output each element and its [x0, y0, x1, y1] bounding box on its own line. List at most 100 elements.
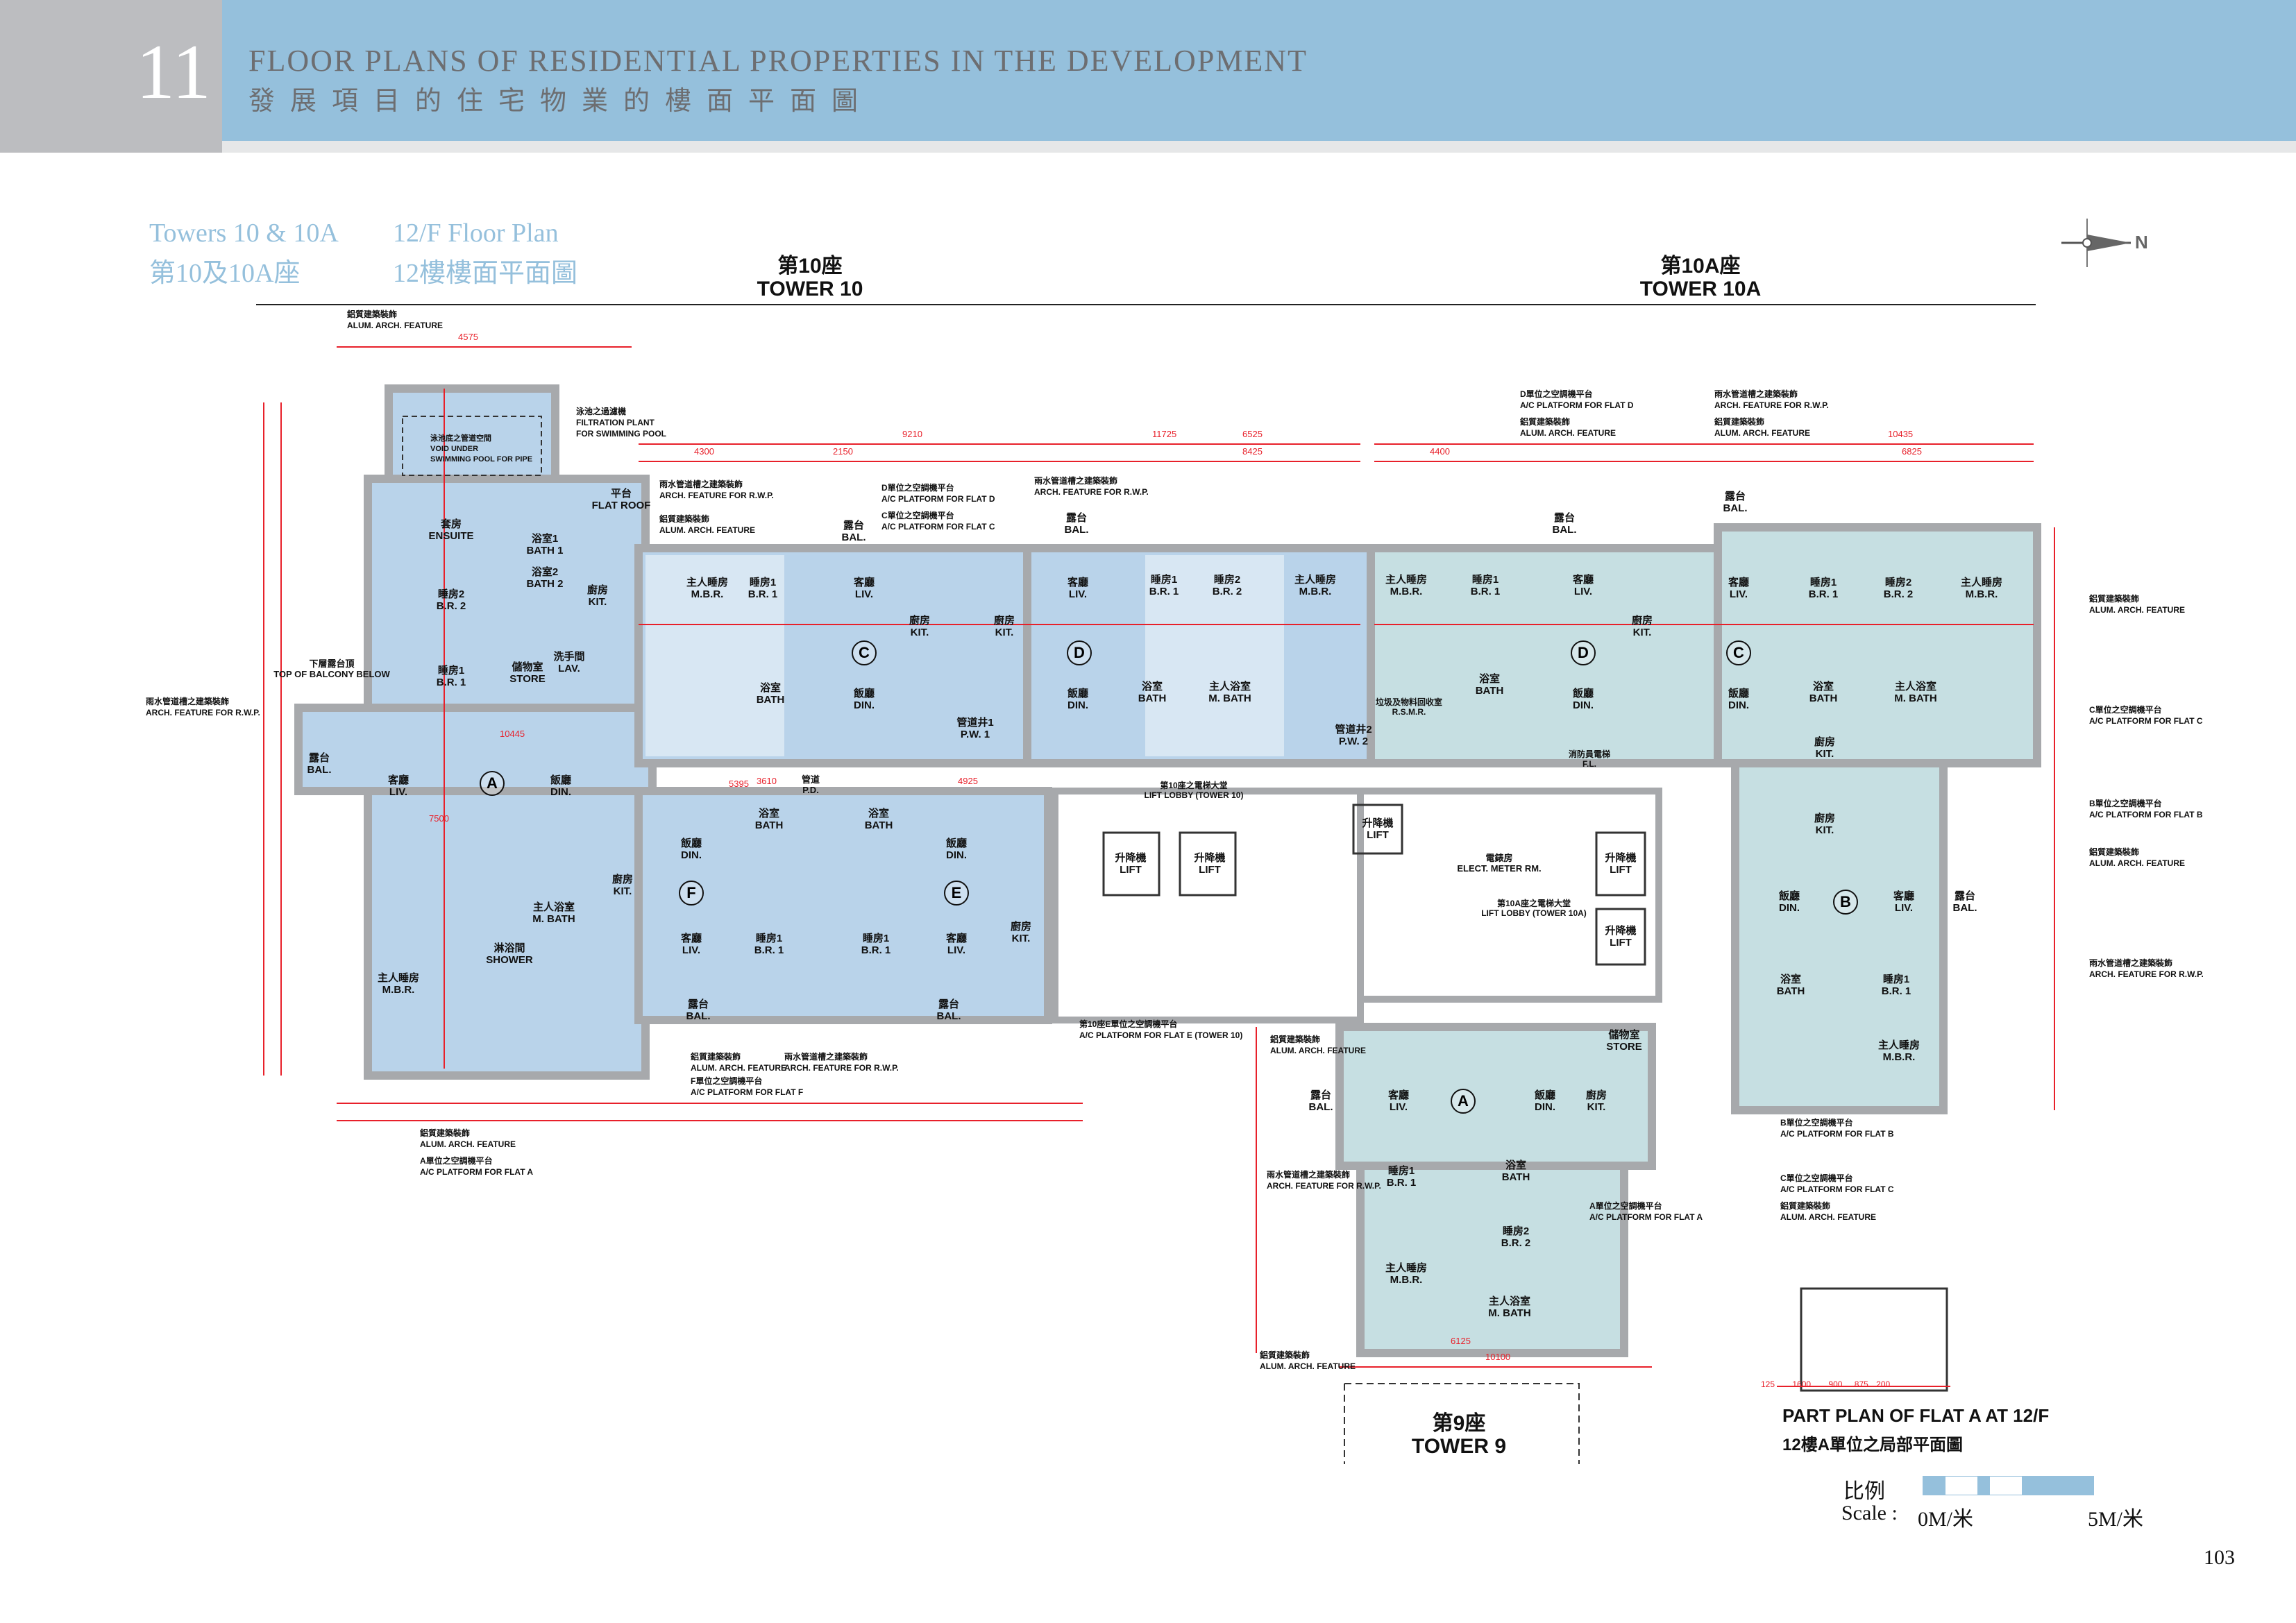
- dim-text: 10445: [500, 729, 525, 739]
- north-label: N: [2135, 232, 2148, 253]
- dim-text: 3610: [757, 776, 777, 786]
- dim-text: 4400: [1430, 446, 1450, 457]
- tower10a-label-zh: 第10A座: [1660, 255, 1741, 278]
- dim-text: 10435: [1888, 429, 1914, 439]
- flat-e-marker: E: [944, 881, 969, 906]
- dim-text: 6125: [1451, 1336, 1471, 1346]
- dim-text: 1600: [1792, 1379, 1812, 1389]
- dim-text: 6825: [1902, 446, 1922, 457]
- tower10a-label-en: TOWER 10A: [1639, 278, 1762, 300]
- dim-text: 5395: [729, 779, 749, 789]
- tower-divider-line: [256, 304, 2036, 305]
- tower10-label-zh: 第10座: [777, 255, 843, 278]
- page-title-zh: 發展項目的住宅物業的樓面平面圖: [248, 85, 874, 116]
- tower9-label-zh: 第9座: [1432, 1412, 1486, 1435]
- page-title-en: FLOOR PLANS OF RESIDENTIAL PROPERTIES IN…: [248, 44, 1308, 78]
- floor-title-en: 12/F Floor Plan: [393, 219, 559, 248]
- scale-bar-segment: [1945, 1477, 1977, 1495]
- tower10a-footprint: [1367, 523, 2041, 1114]
- page-number: 103: [2204, 1546, 2235, 1569]
- scale-label-zh: 比例: [1843, 1480, 1885, 1503]
- flat-b-marker: B: [1833, 890, 1858, 915]
- dim-text: 6525: [1242, 429, 1263, 439]
- flat-d-tower10a-marker: D: [1571, 640, 1596, 665]
- tower10-footprint: [294, 384, 1378, 1080]
- flat-a-tower9-marker: A: [1451, 1089, 1476, 1114]
- north-compass-icon: [2061, 219, 2131, 267]
- part-plan-dimensions: 125 1600 900 875 200: [1761, 1379, 1969, 1389]
- dim-text: 875: [1854, 1379, 1868, 1389]
- flat-d-tower10-marker: D: [1067, 640, 1092, 665]
- scale-end: 5M/米: [2088, 1508, 2144, 1531]
- scale-bar: [1923, 1476, 2094, 1495]
- dim-text: 11725: [1152, 429, 1177, 439]
- tower9-footprint: [1335, 1023, 1656, 1357]
- header-divider: [222, 141, 2296, 153]
- tower9-label-en: TOWER 9: [1411, 1435, 1507, 1458]
- header-band: [222, 0, 2296, 141]
